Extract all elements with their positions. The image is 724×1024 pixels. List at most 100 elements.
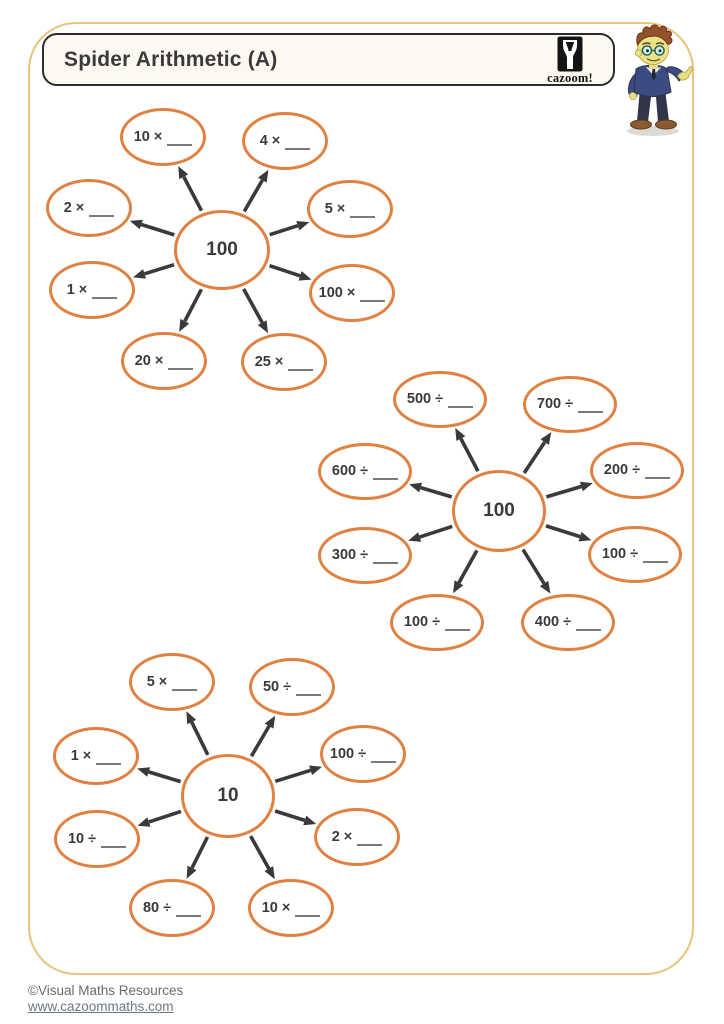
spider1-arrow-8-shaft xyxy=(242,288,264,324)
spider3-satellite-8: 10 × xyxy=(248,879,334,937)
cazoom-logo: cazoom! xyxy=(541,36,599,86)
answer-blank[interactable] xyxy=(176,904,202,917)
expression-label: 4 × xyxy=(259,133,281,149)
expression-label: 5 × xyxy=(324,201,346,217)
spider1-arrow-4-head xyxy=(296,221,310,231)
spider3-satellite-5: 10 ÷ xyxy=(54,810,140,868)
spider3-arrow-7-shaft xyxy=(190,836,210,869)
answer-blank[interactable] xyxy=(288,358,314,371)
spider2-arrow-3-shaft xyxy=(420,485,453,499)
spider1-satellite-6: 100 × xyxy=(309,264,395,322)
answer-blank[interactable] xyxy=(92,286,118,299)
spider1-arrow-7-shaft xyxy=(183,288,203,323)
expression-label: 50 ÷ xyxy=(262,679,292,695)
expression-label: 10 × xyxy=(261,900,291,916)
answer-blank[interactable] xyxy=(295,904,321,917)
expression-label: 1 × xyxy=(66,282,88,298)
expression-label: 100 ÷ xyxy=(601,546,639,562)
expression-label: 400 ÷ xyxy=(534,614,572,630)
spider3-arrow-3-head xyxy=(137,767,151,777)
answer-blank[interactable] xyxy=(296,683,322,696)
center-value: 100 xyxy=(206,239,238,260)
header: Spider Arithmetic (A) cazoom! xyxy=(42,33,615,86)
spider2-satellite-2: 700 ÷ xyxy=(523,375,617,433)
spider1-satellite-1: 10 × xyxy=(120,108,206,166)
spider2-satellite-8: 400 ÷ xyxy=(521,593,615,651)
spider2-arrow-8-head xyxy=(539,580,551,594)
page-border xyxy=(28,22,694,975)
expression-label: 1 × xyxy=(70,748,92,764)
spider3-arrow-4-head xyxy=(309,765,322,776)
answer-blank[interactable] xyxy=(576,618,602,631)
mascot-hair xyxy=(636,24,673,47)
spider1-satellite-2: 4 × xyxy=(242,112,328,170)
spider1-satellite-8: 25 × xyxy=(241,333,327,391)
spider2-arrow-5-shaft xyxy=(419,524,453,539)
spider1-arrow-2-shaft xyxy=(242,179,264,213)
answer-blank[interactable] xyxy=(357,833,383,846)
spider3-center-node: 10 xyxy=(181,754,275,838)
spider1-arrow-5-head xyxy=(133,269,146,279)
spider3-arrow-8-shaft xyxy=(249,835,271,870)
expression-label: 200 ÷ xyxy=(603,462,641,478)
footer: ©Visual Maths Resources www.cazoommaths.… xyxy=(28,983,183,1015)
spider2-arrow-5-head xyxy=(408,532,422,542)
page-title: Spider Arithmetic (A) xyxy=(64,47,278,71)
expression-label: 100 × xyxy=(318,285,356,301)
answer-blank[interactable] xyxy=(371,750,397,763)
spider3-arrow-1-shaft xyxy=(190,721,210,756)
spider3-satellite-4: 100 ÷ xyxy=(320,725,406,783)
answer-blank[interactable] xyxy=(643,550,669,563)
spider2-center-node: 100 xyxy=(452,470,546,552)
answer-blank[interactable] xyxy=(101,835,127,848)
spider1-arrow-2-head xyxy=(258,169,269,183)
answer-blank[interactable] xyxy=(89,204,115,217)
center-value: 10 xyxy=(217,785,239,806)
answer-blank[interactable] xyxy=(167,133,193,146)
spider3-satellite-3: 1 × xyxy=(53,727,139,785)
spider1-satellite-3: 2 × xyxy=(46,179,132,237)
answer-blank[interactable] xyxy=(373,551,399,564)
expression-label: 700 ÷ xyxy=(536,396,574,412)
spider1-arrow-8-head xyxy=(257,320,268,334)
spider3-arrow-7-head xyxy=(186,865,197,879)
spider2-arrow-4-head xyxy=(579,481,593,492)
spider2-satellite-3: 600 ÷ xyxy=(318,442,412,500)
center-value: 100 xyxy=(483,500,515,521)
spider2-satellite-6: 100 ÷ xyxy=(588,525,682,583)
answer-blank[interactable] xyxy=(445,618,471,631)
spider2-arrow-1-shaft xyxy=(459,437,480,472)
answer-blank[interactable] xyxy=(645,466,671,479)
answer-blank[interactable] xyxy=(168,357,194,370)
answer-blank[interactable] xyxy=(578,400,604,413)
answer-blank[interactable] xyxy=(373,467,399,480)
spider2-arrow-8-shaft xyxy=(521,548,546,585)
spider1-arrow-4-shaft xyxy=(269,223,299,237)
spider3-arrow-8-head xyxy=(264,866,275,880)
spider1-arrow-3-head xyxy=(129,219,143,230)
spider2-arrow-1-head xyxy=(455,427,466,441)
answer-blank[interactable] xyxy=(172,678,198,691)
expression-label: 80 ÷ xyxy=(142,900,172,916)
spider1-arrow-6-shaft xyxy=(268,263,301,278)
expression-label: 600 ÷ xyxy=(331,463,369,479)
spider2-satellite-4: 200 ÷ xyxy=(590,441,684,499)
answer-blank[interactable] xyxy=(285,137,311,150)
spider3-arrow-5-head xyxy=(137,817,151,827)
answer-blank[interactable] xyxy=(360,289,386,302)
answer-blank[interactable] xyxy=(448,395,474,408)
spider3-arrow-2-head xyxy=(264,715,276,729)
spider3-arrow-6-head xyxy=(303,815,317,826)
expression-label: 2 × xyxy=(331,829,353,845)
website-link[interactable]: www.cazoommaths.com xyxy=(28,999,174,1015)
answer-blank[interactable] xyxy=(350,205,376,218)
spider2-satellite-5: 300 ÷ xyxy=(318,526,412,584)
expression-label: 2 × xyxy=(63,200,85,216)
spider2-arrow-4-shaft xyxy=(545,484,582,499)
answer-blank[interactable] xyxy=(96,752,122,765)
spider1-arrow-6-head xyxy=(298,271,312,281)
spider3-arrow-3-shaft xyxy=(148,770,182,784)
expression-label: 20 × xyxy=(134,353,164,369)
